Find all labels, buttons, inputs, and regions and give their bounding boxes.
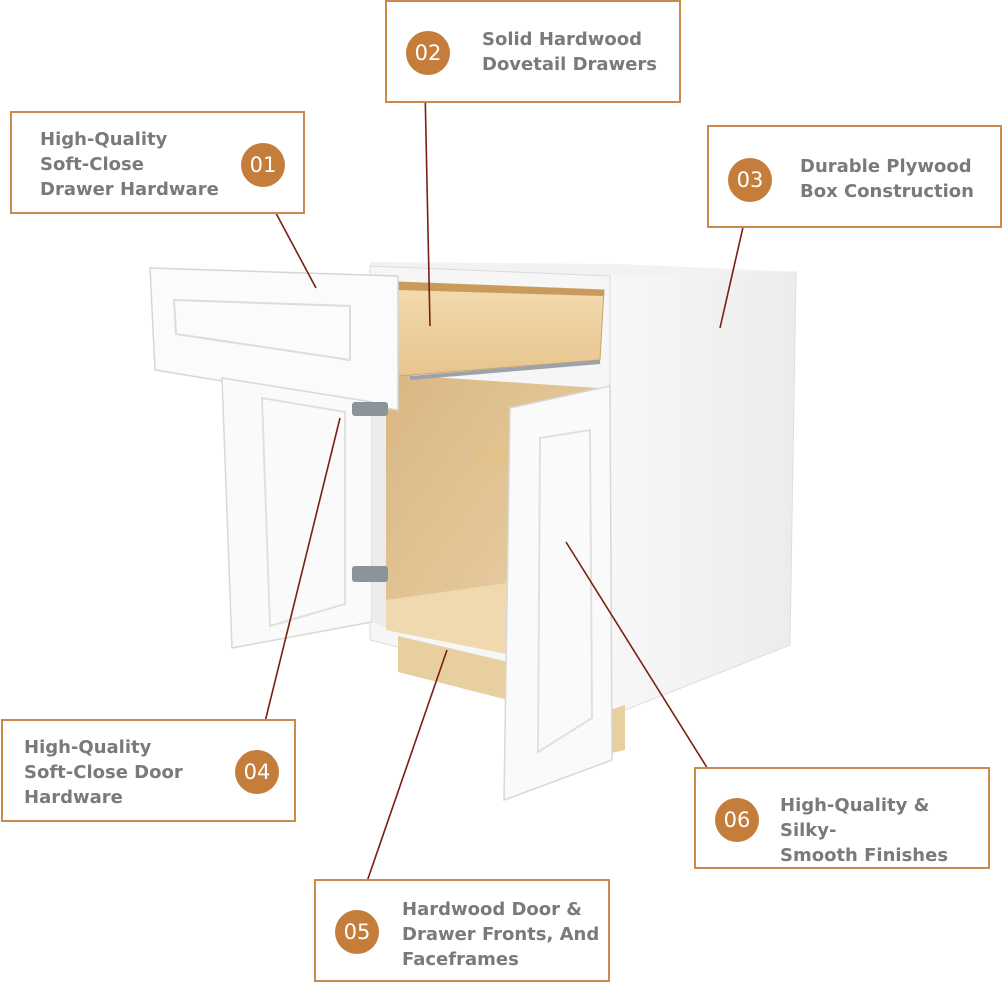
callout-02: 02 Solid Hardwood Dovetail Drawers — [385, 0, 681, 103]
hinge-bottom — [352, 566, 388, 582]
leader-line-06 — [565, 541, 717, 783]
callout-01-number-badge: 01 — [241, 143, 285, 187]
cabinet — [149, 262, 800, 802]
callout-03-number-badge: 03 — [728, 158, 772, 202]
callout-03: 03 Durable Plywood Box Construction — [707, 125, 1002, 228]
callout-04: High-Quality Soft-Close Door Hardware 04 — [1, 719, 296, 822]
callout-05-text: Hardwood Door & Drawer Fronts, And Facef… — [402, 899, 600, 970]
callout-01: High-Quality Soft-Close Drawer Hardware … — [10, 111, 305, 214]
callout-05: 05 Hardwood Door & Drawer Fronts, And Fa… — [314, 879, 610, 982]
leader-line-04 — [261, 417, 341, 735]
callout-03-text: Durable Plywood Box Construction — [800, 156, 974, 202]
callout-05-number-badge: 05 — [335, 910, 379, 954]
cabinet-top — [370, 262, 800, 276]
callout-01-text: High-Quality Soft-Close Drawer Hardware — [40, 129, 219, 200]
left-door-panel — [260, 396, 346, 628]
cabinet-side-panel — [599, 269, 797, 721]
leader-line-05 — [361, 649, 448, 897]
leader-line-02 — [424, 87, 431, 327]
left-door-edge — [372, 402, 386, 628]
drawer-slide — [409, 360, 601, 380]
left-door — [221, 377, 373, 649]
callout-02-number-badge: 02 — [406, 31, 450, 75]
callout-04-text: High-Quality Soft-Close Door Hardware — [24, 737, 183, 808]
callout-02-text: Solid Hardwood Dovetail Drawers — [482, 29, 657, 75]
hinge-top — [352, 402, 388, 416]
callout-04-number-badge: 04 — [235, 750, 279, 794]
drawer-box-top-edge — [398, 282, 604, 296]
drawer-front-panel — [172, 298, 351, 362]
right-door — [503, 385, 613, 802]
leader-line-03 — [719, 213, 747, 329]
right-door-panel — [536, 428, 594, 754]
callout-06-text: High-Quality & Silky- Smooth Finishes — [780, 795, 949, 866]
leader-line-01 — [269, 201, 317, 289]
leader-lines — [261, 87, 747, 897]
toe-kick — [398, 636, 508, 700]
callout-06: 06 High-Quality & Silky- Smooth Finishes — [694, 767, 990, 869]
drawer-front — [149, 267, 399, 411]
callout-06-number-badge: 06 — [715, 798, 759, 842]
